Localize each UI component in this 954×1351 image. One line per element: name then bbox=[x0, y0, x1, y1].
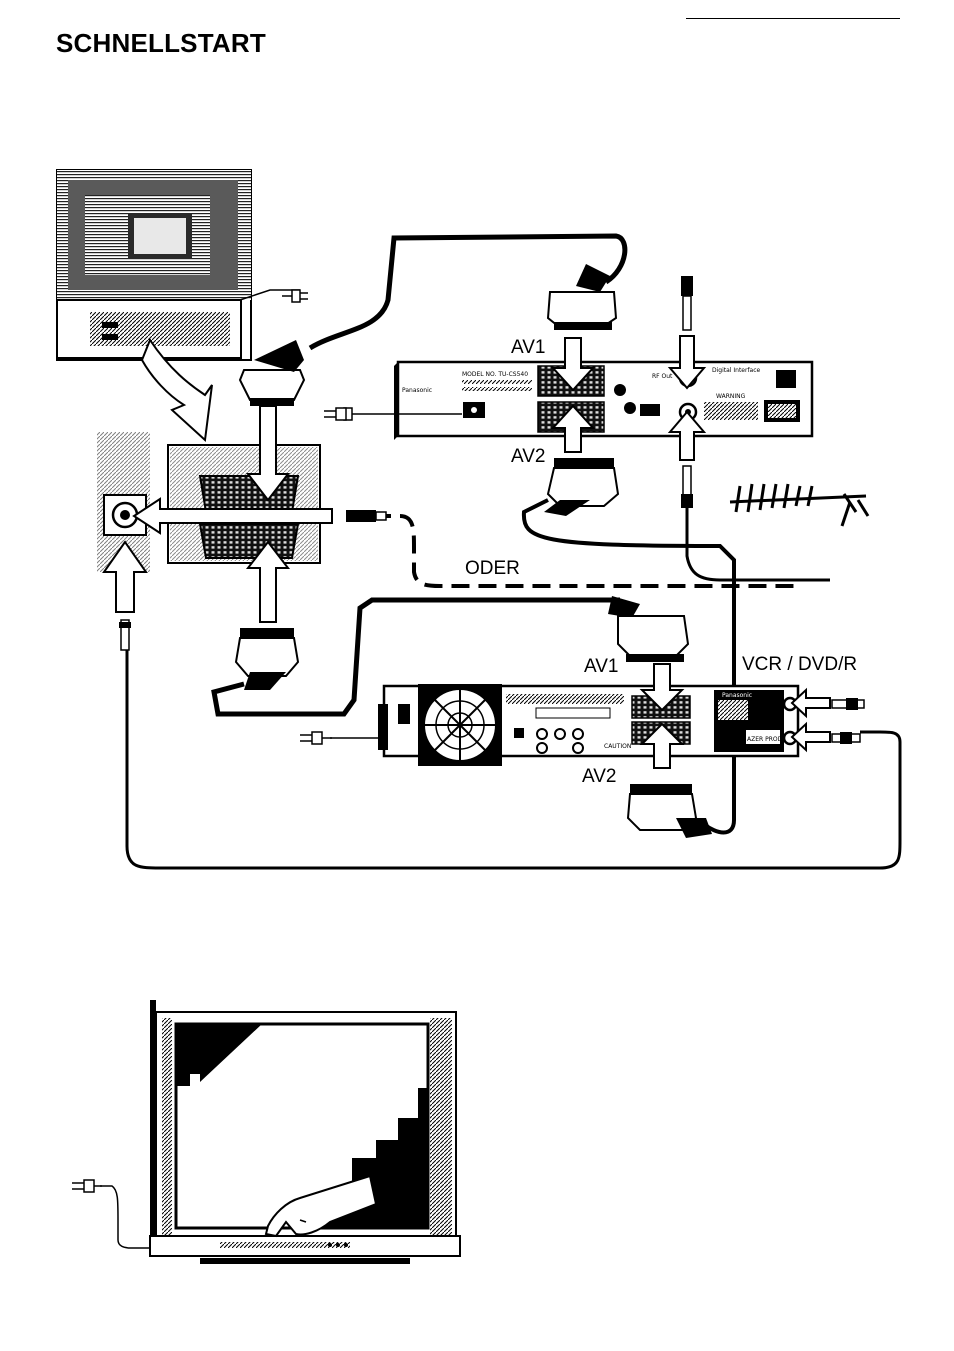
label-av2-receiver: AV2 bbox=[511, 446, 546, 468]
tv-mains-plug-icon bbox=[282, 290, 308, 302]
recorder-caution: CAUTION bbox=[604, 743, 631, 750]
antenna-icon bbox=[730, 484, 868, 526]
receiver-av2-scart-plug-icon bbox=[544, 458, 618, 516]
tv-rear-image bbox=[57, 170, 308, 360]
receiver-mains-plug-icon bbox=[324, 408, 346, 420]
receiver-rf-plug-top-icon bbox=[681, 276, 693, 330]
fan-grille-icon bbox=[418, 684, 502, 766]
receiver-rf-plug-bottom-icon bbox=[681, 466, 693, 508]
receiver-digital: Digital Interface bbox=[712, 367, 761, 374]
receiver-brand: Panasonic bbox=[402, 387, 432, 394]
receiver-warning: WARNING bbox=[716, 393, 746, 400]
label-av1-receiver: AV1 bbox=[511, 337, 546, 359]
label-av1-recorder: AV1 bbox=[584, 656, 619, 678]
recorder-av2-scart-plug-icon bbox=[628, 784, 712, 838]
label-av2-recorder: AV2 bbox=[582, 766, 617, 788]
dashed-coax-plug-icon bbox=[346, 510, 386, 522]
label-oder: ODER bbox=[465, 558, 520, 580]
recorder-rf-plug-icon bbox=[832, 698, 864, 744]
receiver-model: MODEL NO. TU-CS540 bbox=[462, 371, 528, 378]
recorder-av1-scart-plug-icon bbox=[608, 596, 688, 662]
receiver-av1-scart-plug-icon bbox=[548, 264, 616, 330]
recorder-mains-plug-icon bbox=[300, 732, 332, 744]
tv-coax-plug-icon bbox=[119, 620, 131, 650]
label-recorder: VCR / DVD/R bbox=[742, 654, 857, 676]
tv-scart-panel bbox=[168, 445, 320, 563]
tv-scart-plug-bottom-icon bbox=[236, 628, 298, 690]
recorder-rear-panel: CAUTION Panasonic AZER PRODUCT bbox=[330, 684, 798, 766]
tv-front-image bbox=[100, 1000, 460, 1264]
recorder-brand: Panasonic bbox=[722, 692, 752, 699]
tv-front-mains-plug-icon bbox=[72, 1180, 102, 1192]
receiver-rf-out: RF Out bbox=[652, 373, 673, 380]
